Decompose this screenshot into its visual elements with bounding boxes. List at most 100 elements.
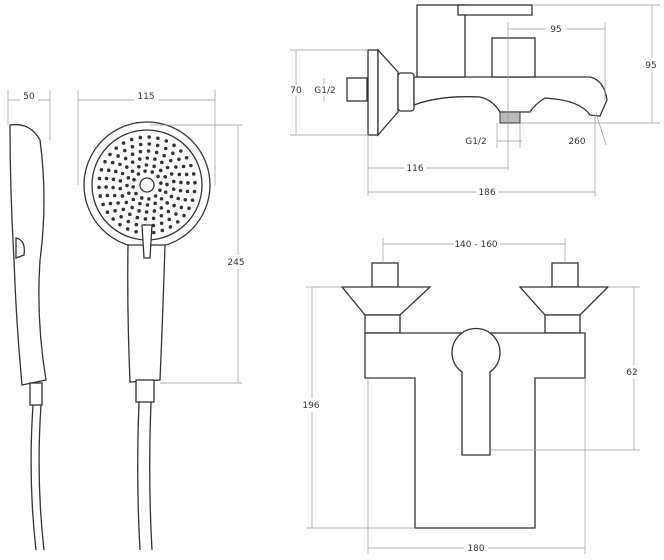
spray-nozzle-dot [114, 169, 118, 174]
spray-nozzle-dot [105, 193, 110, 198]
spray-nozzle-dot [131, 197, 136, 202]
spray-nozzle-dot [112, 193, 117, 198]
label-shower-width: 115 [137, 92, 154, 102]
spray-nozzle-dot [177, 157, 181, 162]
spray-nozzle-dot [163, 190, 168, 194]
spray-nozzle-dot [137, 209, 141, 213]
spray-nozzle-dot [183, 197, 188, 202]
spray-nozzle-dot [156, 174, 160, 179]
spray-nozzle-dot [132, 177, 136, 182]
spray-nozzle-dot [169, 172, 174, 176]
spray-nozzle-dot [186, 181, 190, 185]
spray-nozzle-dot [126, 191, 131, 195]
label-shower-depth: 50 [23, 92, 35, 102]
spray-nozzle-dot [101, 202, 105, 207]
spray-nozzle-dot [97, 185, 101, 190]
spray-nozzle-dot [144, 163, 149, 167]
spray-nozzle-dot [111, 217, 115, 221]
dimension-labels: 50 115 245 70 G1/2 95 95 G1/2 260 116 18… [20, 23, 662, 554]
spray-nozzle-dot [165, 165, 170, 170]
spray-nozzle-dot [181, 164, 186, 169]
spray-nozzle-dot [187, 206, 191, 211]
spray-nozzle-dot [97, 176, 102, 181]
spray-nozzle-dot [193, 180, 197, 185]
spray-nozzle-dot [156, 136, 160, 141]
spray-nozzle-dot [138, 135, 143, 140]
spray-nozzle-dot [164, 139, 169, 143]
spray-nozzle-dot [113, 208, 117, 213]
label-inlet-thread: G1/2 [314, 86, 335, 96]
spray-nozzle-dot [130, 160, 135, 164]
spray-nozzle-dot [158, 168, 163, 173]
label-total-depth: 186 [478, 188, 495, 198]
spray-nozzle-dot [103, 159, 107, 164]
spray-nozzle-dot [121, 141, 126, 145]
spray-nozzle-dot [139, 196, 144, 200]
spray-nozzle-dot [110, 160, 115, 165]
spray-nozzle-dot [143, 217, 148, 221]
spray-nozzle-dot [118, 162, 122, 167]
spray-nozzle-dot [135, 215, 140, 220]
spray-nozzle-dot [153, 194, 158, 198]
spray-nozzle-dot [121, 207, 126, 212]
spray-nozzle-dot [159, 221, 164, 226]
spray-nozzle-dot [153, 201, 157, 206]
spray-nozzle-dot [184, 172, 189, 177]
hand-shower-side-view [9, 123, 47, 551]
spray-nozzle-dot [169, 194, 174, 199]
spray-nozzle-dot [166, 209, 171, 214]
spray-nozzle-dot [191, 172, 196, 176]
label-wall-plate-height: 70 [290, 86, 302, 96]
spray-nozzle-dot [123, 156, 128, 161]
spray-nozzle-dot [126, 176, 131, 180]
spray-nozzle-dot [162, 153, 166, 158]
spray-nozzle-dot [176, 196, 180, 201]
spray-nozzle-dot [147, 142, 152, 146]
spray-nozzle-dot [145, 203, 150, 207]
spray-nozzle-dot [138, 142, 143, 147]
spray-nozzle-dot [116, 201, 120, 205]
label-front-height: 196 [302, 401, 319, 411]
spray-nozzle-dot [153, 157, 157, 161]
spray-nozzle-dot [119, 215, 123, 219]
spray-nozzle-dot [105, 210, 110, 214]
spray-nozzle-dot [159, 206, 164, 210]
spray-nozzle-dot [111, 177, 116, 182]
spray-nozzle-dot [122, 148, 127, 153]
spray-nozzle-dot [126, 219, 131, 224]
spray-nozzle-dot [182, 213, 186, 218]
spray-nozzle-dot [111, 185, 115, 190]
spray-nozzle-dot [185, 189, 190, 194]
spray-nozzle-dot [179, 149, 183, 153]
spray-nozzle-dot [190, 198, 195, 202]
spray-nozzle-dot [179, 205, 184, 210]
spray-nozzle-dot [160, 228, 165, 233]
spray-nozzle-dot [171, 179, 176, 184]
spray-nozzle-dot [152, 209, 157, 213]
spray-nozzle-dot [160, 160, 164, 165]
spray-nozzle-dot [189, 163, 193, 168]
faucet-front-view [340, 262, 610, 529]
spray-nozzle-dot [134, 229, 138, 234]
spray-nozzle-dot [151, 230, 156, 235]
spray-nozzle-dot [114, 146, 119, 150]
spray-nozzle-dot [163, 146, 168, 151]
spray-nozzle-dot [184, 156, 189, 160]
spray-nozzle-dot [175, 220, 180, 224]
spray-nozzle-dot [172, 203, 176, 208]
spray-nozzle-dot [178, 188, 183, 193]
spray-nozzle-dot [154, 150, 159, 155]
spray-nozzle-dot [147, 197, 151, 201]
spray-nozzle-dot [137, 164, 141, 169]
spray-nozzle-dot [130, 205, 134, 210]
spray-nozzle-dot [125, 227, 130, 231]
spray-nozzle-dot [108, 152, 112, 157]
label-shower-length: 245 [227, 258, 244, 268]
spray-nozzle-dot [129, 137, 134, 142]
spray-nozzle-dot [108, 201, 113, 206]
spray-nozzle-dot [106, 168, 111, 173]
spray-nozzle-dot [130, 169, 135, 174]
spray-nozzle-dot [179, 180, 183, 185]
spray-nozzle-dot [118, 186, 123, 191]
